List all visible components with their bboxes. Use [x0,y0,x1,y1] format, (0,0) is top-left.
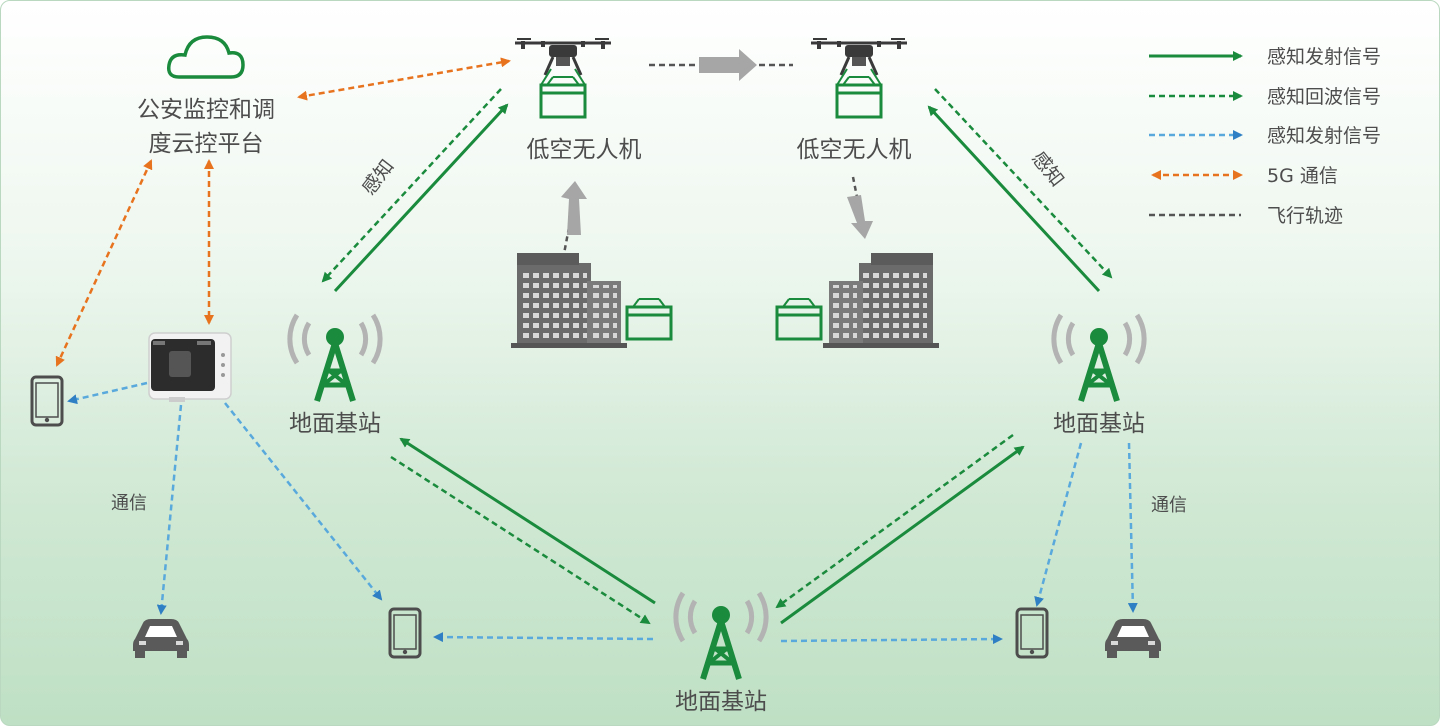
drone-icon-right [809,37,909,87]
platform-label-line2: 度云控平台 [149,131,264,157]
link-sense-tx-bottom-right [780,445,1025,625]
link-device-phone [67,381,148,405]
link-sense-echo-left [321,88,502,283]
link-device-car [156,404,183,615]
package-icon-ground-right [775,297,823,341]
legend-label-sense-echo: 感知回波信号 [1267,86,1381,108]
drone-label-left: 低空无人机 [527,137,642,163]
car-icon-right [1105,619,1161,658]
legend-label-trajectory: 飞行轨迹 [1267,205,1343,227]
legend-label-sense-tx: 感知发射信号 [1267,46,1381,68]
phone-icon-center [388,607,422,659]
building-icon-left [511,253,627,348]
link-label-comm-left: 通信 [111,493,147,514]
link-sense-echo-right [934,88,1113,279]
link-label-comm-right: 通信 [1151,495,1187,516]
link-bottom-phone-right [780,634,1003,645]
link-5g-platform-phone [55,159,153,367]
link-label-sense-left: 感知 [358,156,399,200]
platform-label-line1: 公安监控和调 [137,97,275,123]
base-station-icon-bottom [676,593,766,679]
base-station-icon-right [1054,315,1144,401]
link-sense-tx-bottom-left [399,437,656,605]
base-station-label-right: 地面基站 [1053,411,1145,437]
package-icon-drone-right [835,75,883,119]
legend: 感知发射信号 感知回波信号 感知发射信号 5G 通信 飞行轨迹 [1149,46,1381,227]
link-label-sense-right: 感知 [1027,148,1068,192]
base-station-label-left: 地面基站 [289,411,381,437]
descend-arrow [847,195,873,239]
link-sense-echo-bottom-left [390,455,651,625]
building-icon-right [823,253,939,348]
link-sense-tx-right [927,105,1101,293]
car-icon-left [133,619,189,658]
package-icon-ground-left [625,297,673,341]
link-right-phone [1034,442,1083,607]
cloud-icon [166,35,245,79]
flight-direction-arrow [699,49,757,81]
ascend-arrow [561,181,587,235]
link-sense-tx-left [333,103,509,293]
legend-label-5g: 5G 通信 [1267,165,1338,187]
link-bottom-phone-left [433,632,654,643]
drone-label-right: 低空无人机 [797,137,912,163]
base-station-label-bottom: 地面基站 [675,689,767,715]
legend-label-sense-tx-blue: 感知发射信号 [1267,125,1381,147]
link-right-car [1127,442,1138,613]
phone-icon-right [1015,607,1049,659]
phone-icon-left [30,375,64,427]
trajectory-building-right [851,176,859,198]
package-icon-drone-left [539,75,587,119]
drone-icon-left [513,37,613,87]
trajectory-building-left [561,216,573,260]
base-station-icon-left [290,315,380,401]
link-device-phone-center [224,402,383,601]
link-5g-platform-drone [297,57,511,101]
monitor-device [148,332,232,402]
link-sense-echo-bottom-right [775,433,1014,609]
